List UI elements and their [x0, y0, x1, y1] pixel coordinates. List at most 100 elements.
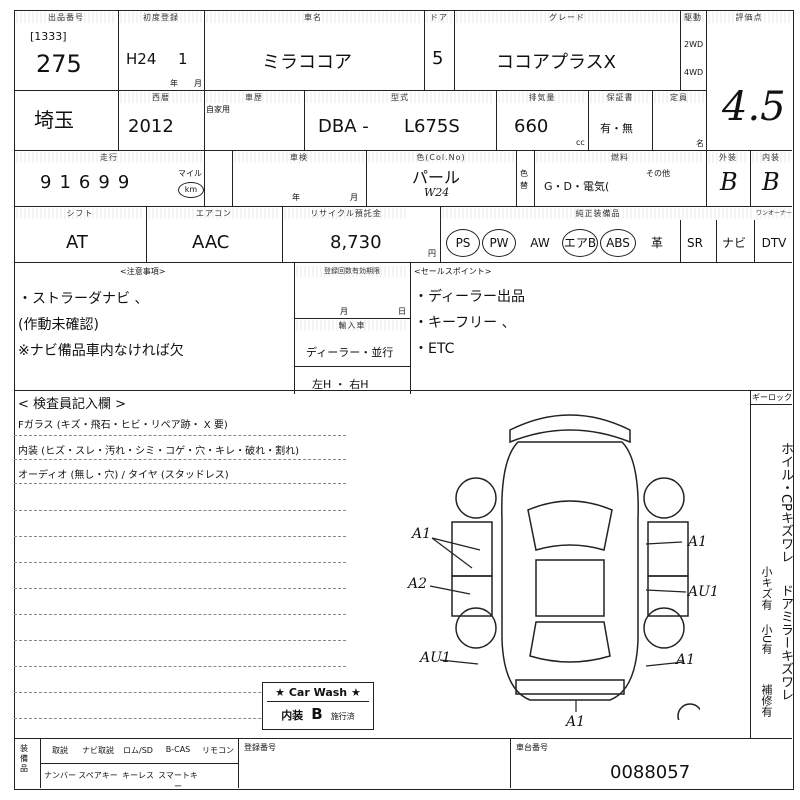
- mileage-digit: 9: [117, 172, 138, 193]
- era-prefix: H24: [126, 50, 157, 68]
- notes-label: <注意事項>: [120, 267, 166, 276]
- equip-airbag: エアB: [562, 229, 598, 257]
- mileage-digits: 91699: [40, 172, 137, 193]
- mileage-label: 走行: [16, 152, 202, 163]
- damage-mark: A1: [688, 534, 708, 550]
- car-wash-grade: B: [311, 705, 323, 723]
- footer-row-1: 取説 ナビ取説 ロム/SD B-CAS リモコン: [42, 745, 238, 756]
- month-mark: 月: [194, 79, 202, 88]
- score: 4.5: [722, 84, 786, 130]
- inspection-title: < 検査員記入欄 >: [18, 397, 127, 412]
- ac-label: エアコン: [148, 208, 280, 219]
- import-value: ディーラー・並行: [306, 346, 394, 359]
- sales-line: ・キーフリー 、: [414, 315, 516, 331]
- car-name-label: 車名: [206, 12, 420, 23]
- yen-unit: 円: [428, 249, 436, 258]
- footer-item: ナビ取説: [82, 746, 114, 755]
- side-note: 補修有: [760, 684, 773, 717]
- warranty-label: 保証書: [590, 92, 650, 103]
- cc-unit: cc: [576, 138, 585, 147]
- footer-item: スマートキー: [158, 771, 198, 791]
- displacement: 660: [514, 116, 549, 137]
- displacement-label: 排気量: [498, 92, 586, 103]
- equip-ps: PS: [446, 229, 480, 257]
- history-note: 自家用: [206, 105, 230, 114]
- footer-item: キーレス: [122, 771, 154, 780]
- fuel-label: 燃料: [536, 152, 704, 163]
- damage-mark: A2: [408, 576, 428, 592]
- doors: 5: [432, 48, 444, 69]
- footer-item: ナンバー: [44, 771, 76, 780]
- notes-line: (作動未確認): [18, 317, 99, 333]
- reg-no-label: 登録番号: [244, 743, 276, 752]
- inspection-line-1: Fガラス (キズ・飛石・ヒビ・リペア跡・ X 要): [18, 420, 228, 431]
- chassis-number: 0088057: [610, 762, 691, 783]
- reg-expiry-label: 登録回数有効期限: [296, 266, 408, 277]
- color-code: W24: [424, 186, 450, 199]
- car-rear-bumper: [515, 679, 625, 695]
- interior-label: 内装: [752, 152, 790, 163]
- capacity-label: 定員: [654, 92, 704, 103]
- equip-sr: SR: [687, 236, 703, 250]
- interior-grade: B: [762, 168, 780, 196]
- footer-item: 取説: [52, 746, 68, 755]
- mileage-digit: 9: [98, 172, 118, 193]
- equip-aw: AW: [530, 236, 550, 250]
- mileage-digit: 9: [40, 172, 60, 193]
- vertical-note-mirror: ドアミラーキズワレ: [778, 584, 793, 701]
- inspection-line-3: オーディオ (無し・穴) / タイヤ (スタッドレス): [18, 470, 229, 481]
- sales-label: <セールスポイント>: [414, 267, 492, 276]
- car-roof: [535, 559, 605, 617]
- mileage-digit: 1: [59, 172, 79, 193]
- equip-abs: ABS: [600, 229, 636, 257]
- lot-box: [1333]: [30, 30, 67, 43]
- damage-mark: AU1: [420, 650, 451, 666]
- wheel-rear-left: [455, 607, 497, 649]
- mileage-digit: 6: [78, 172, 99, 193]
- import-label: 輸入車: [296, 320, 408, 331]
- wheel-front-right: [643, 477, 685, 519]
- inspection-year: 年: [292, 193, 300, 202]
- fuel-options: G・D・電気(: [544, 180, 610, 193]
- recycle-label: リサイクル預託金: [284, 208, 408, 219]
- model-prefix: DBA -: [318, 116, 369, 137]
- notes-line: ・ストラーダナビ 、: [18, 291, 149, 307]
- damage-mark: A1: [676, 652, 696, 668]
- spare-circle: [677, 703, 700, 720]
- year-label: 西暦: [120, 92, 202, 103]
- warranty-value: 有・無: [600, 122, 633, 135]
- notes-line: ※ナビ備品車内なければ欠: [18, 343, 184, 359]
- damage-leaders: [429, 537, 687, 712]
- exterior-grade: B: [720, 168, 738, 196]
- handle: 左H ・ 右H: [312, 378, 369, 391]
- shift: AT: [66, 232, 88, 253]
- mileage-unit: km: [178, 182, 204, 198]
- car-name: ミラココア: [262, 52, 352, 73]
- terminal-label: ワンオーナー: [756, 208, 793, 219]
- car-wash-prefix: 内装: [281, 709, 304, 722]
- sales-line: ・ディーラー出品: [414, 289, 526, 305]
- capacity-unit: 名: [696, 139, 704, 148]
- damage-mark: A1: [412, 526, 432, 542]
- drive-2wd: 2WD: [684, 40, 704, 49]
- year-mark: 年: [170, 79, 178, 88]
- footer-row-2: ナンバー スペアキー キーレス スマートキー: [42, 770, 198, 792]
- footer-item: リモコン: [202, 746, 234, 755]
- history-label: 車歴: [206, 92, 302, 103]
- door-rear-left: [451, 575, 493, 617]
- color: パール: [412, 168, 461, 187]
- car-body: [501, 441, 639, 701]
- car-windshield: [527, 500, 613, 551]
- damage-mark: AU1: [688, 584, 719, 600]
- footer-item: スペアキー: [78, 771, 118, 780]
- color-label: 色(Col.No): [368, 152, 514, 163]
- region: 埼玉: [34, 108, 74, 132]
- car-diagram: [451, 414, 700, 720]
- inspection-label: 車検: [234, 152, 364, 163]
- vertical-note-wheel: ホイル・CPキズワレ: [778, 442, 793, 563]
- car-wash-title: ★ Car Wash ★: [275, 686, 361, 699]
- fuel-other: その他: [646, 169, 670, 178]
- car-wash-suffix: 施行済: [330, 712, 355, 721]
- drive-label: 駆動: [682, 12, 704, 23]
- car-rear-window: [529, 621, 611, 663]
